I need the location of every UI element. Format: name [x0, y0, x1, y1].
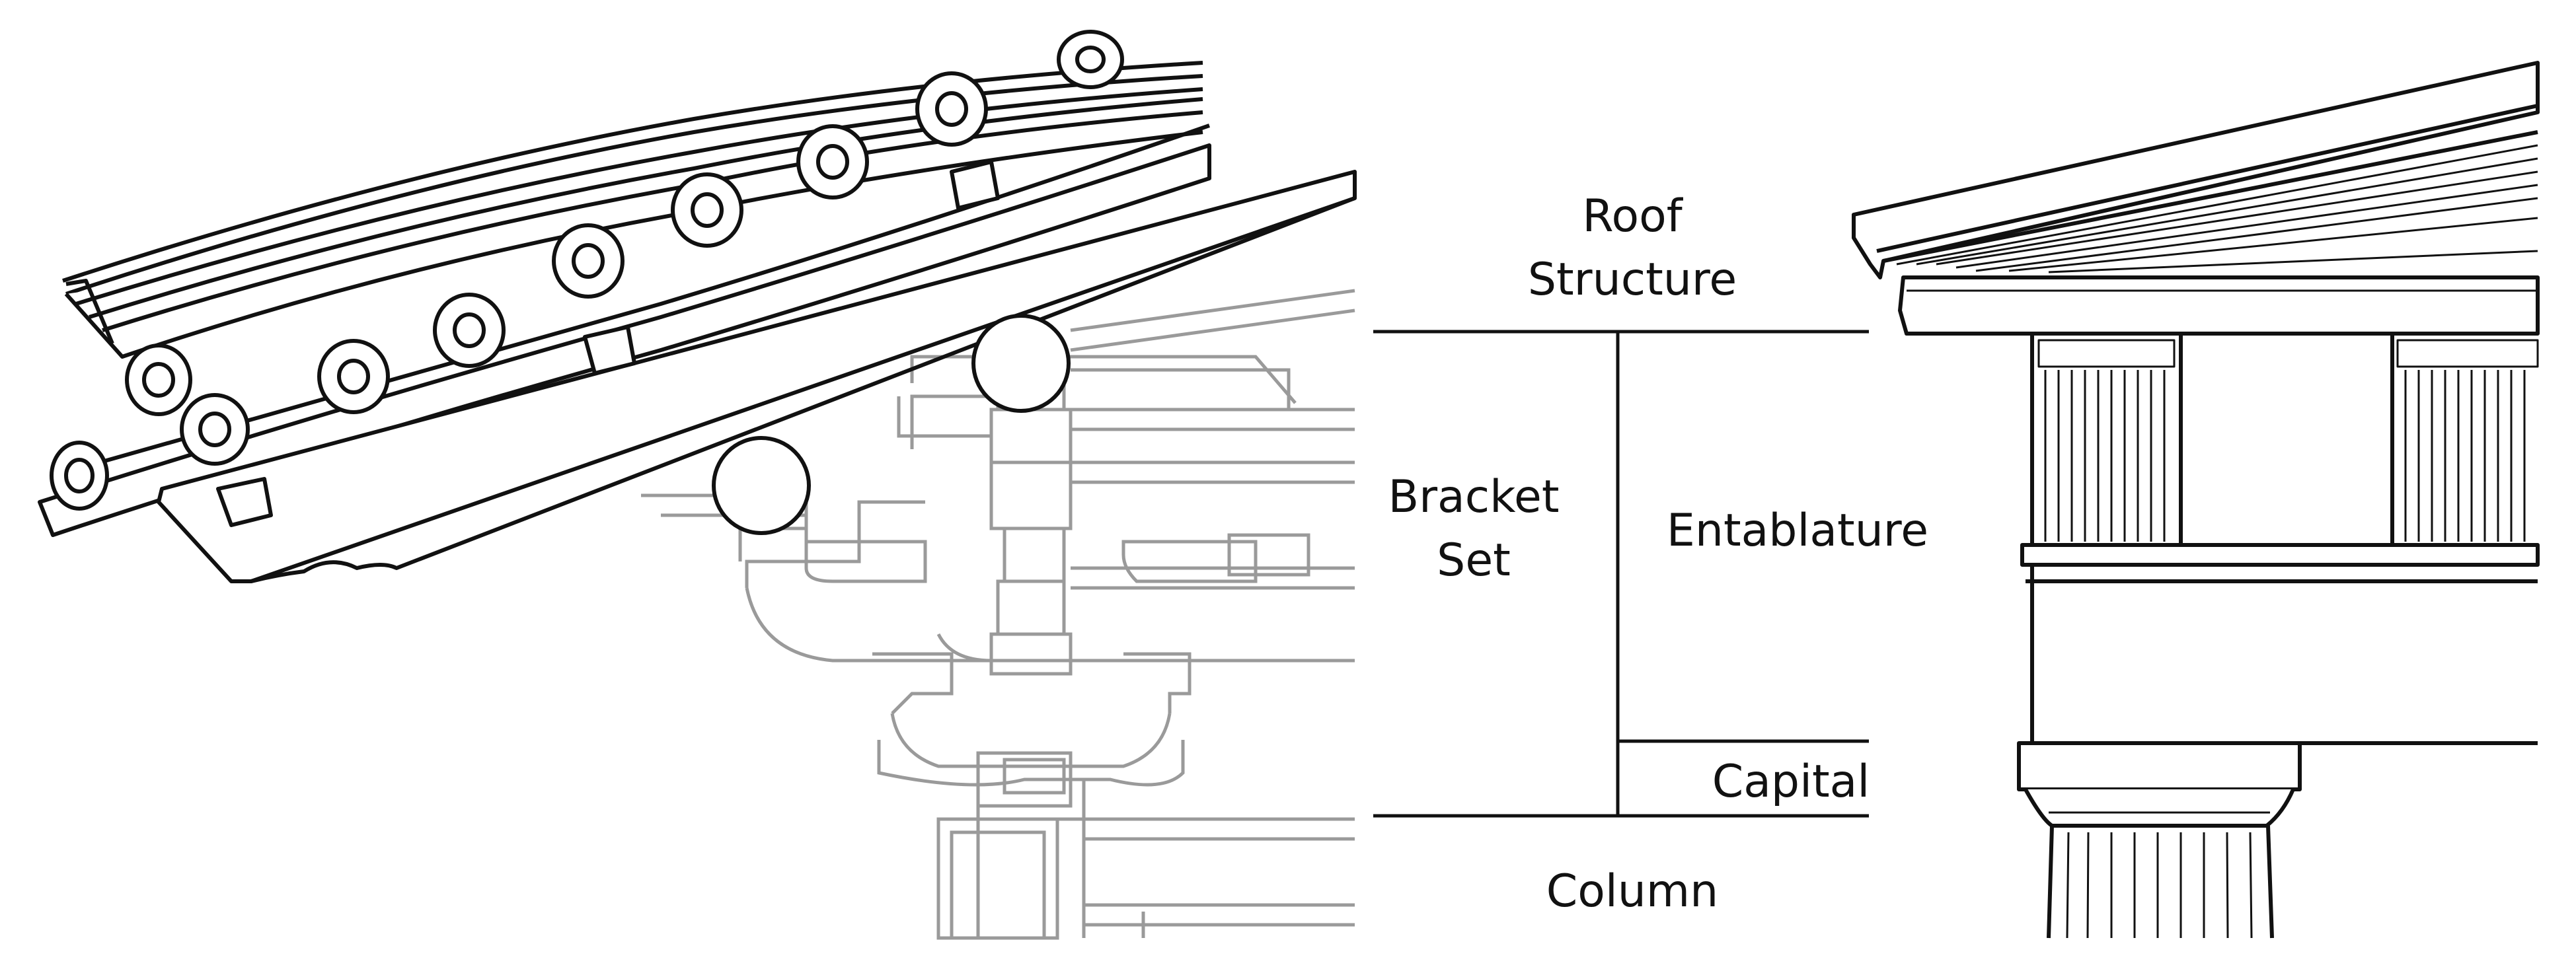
tile-end-row: [50, 30, 1124, 511]
roof-structure-label: Roof Structure: [1527, 190, 1737, 306]
purlin-end: [712, 436, 811, 535]
column-label: Column: [1546, 865, 1719, 918]
greek-temple-illustration: [1852, 61, 2540, 939]
korean-roof-illustration: [38, 30, 1357, 583]
classification-lines: [1373, 330, 1869, 818]
purlin-end: [971, 314, 1071, 413]
bracket-set-label: Bracket Set: [1388, 471, 1560, 587]
entablature-label: Entablature: [1666, 505, 1929, 557]
capital-label: Capital: [1712, 756, 1870, 808]
